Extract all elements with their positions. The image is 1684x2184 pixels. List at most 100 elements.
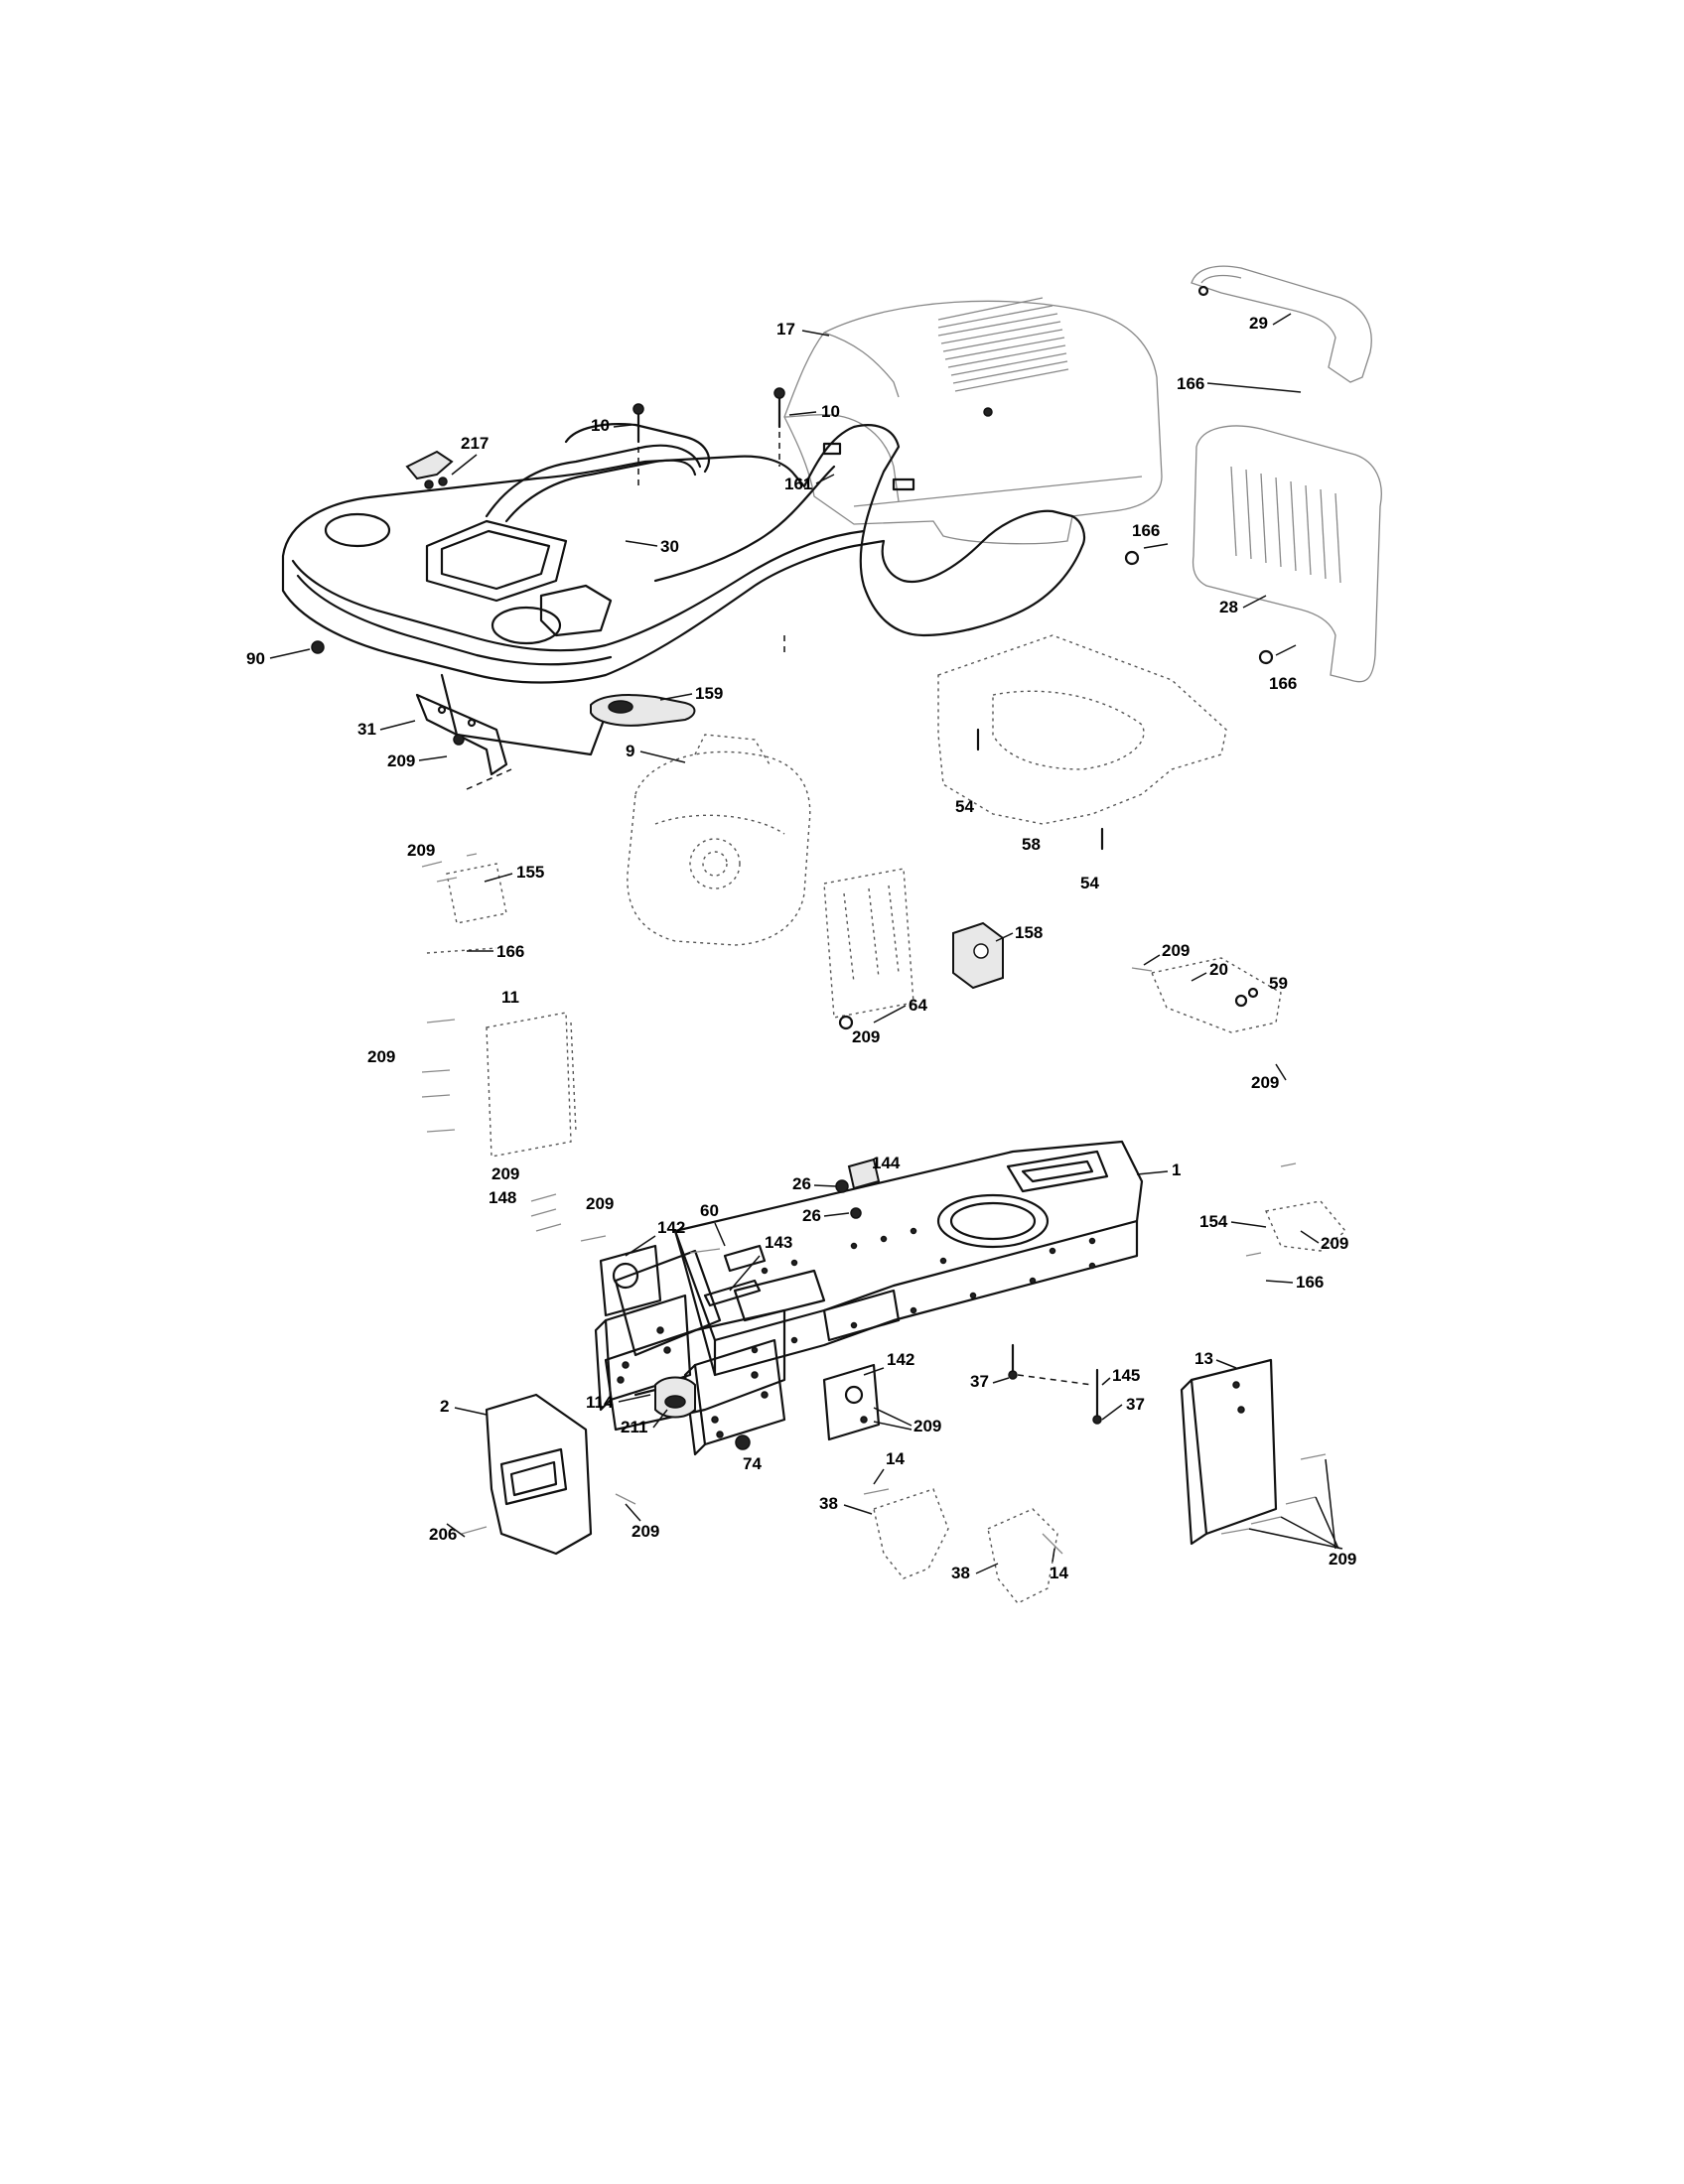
callout-159: 159 [695, 684, 723, 703]
cup-holder-left [324, 512, 391, 548]
callout-58: 58 [1022, 835, 1041, 854]
callout-209: 209 [387, 751, 415, 770]
rear-plate-13 [1180, 1358, 1327, 1546]
dash-display-opening [425, 519, 568, 603]
callout-209: 209 [586, 1194, 614, 1213]
callout-155: 155 [516, 863, 544, 882]
callout-166: 166 [1296, 1273, 1324, 1292]
fender-dash-part [281, 424, 1086, 756]
callout-10: 10 [821, 402, 840, 421]
callout-26: 26 [802, 1206, 821, 1225]
callout-209: 209 [491, 1164, 519, 1183]
callout-209: 209 [1329, 1550, 1356, 1569]
callout-29: 29 [1249, 314, 1268, 333]
bracket-38b [987, 1508, 1063, 1604]
grille-part [1192, 425, 1382, 683]
callout-54: 54 [955, 797, 974, 816]
callout-166: 166 [1177, 374, 1204, 393]
bolt-209-front [580, 1235, 607, 1242]
callout-217: 217 [461, 434, 489, 453]
callout-59: 59 [1269, 974, 1288, 993]
bolts-37-145 [1008, 1343, 1102, 1425]
bracket-142b [822, 1363, 881, 1441]
callout-114: 114 [586, 1393, 614, 1412]
callout-209: 209 [852, 1027, 880, 1046]
callout-14: 14 [1050, 1564, 1068, 1582]
hood-vent-slots [937, 297, 1069, 392]
front-plate-142 [599, 1244, 662, 1317]
callout-74: 74 [743, 1454, 762, 1473]
callout-145: 145 [1112, 1366, 1140, 1385]
callout-37: 37 [970, 1372, 989, 1391]
callout-206: 206 [429, 1525, 457, 1544]
bolts-148 [530, 1193, 562, 1232]
callout-209: 209 [632, 1522, 659, 1541]
callout-28: 28 [1219, 598, 1238, 616]
bolt-set [421, 1019, 456, 1133]
callout-143: 143 [765, 1233, 792, 1252]
dash-bracket-64 [823, 868, 914, 1019]
front-bumper-2 [461, 1393, 636, 1556]
screw-166 [1124, 550, 1140, 566]
hood-bumper-pad [892, 478, 915, 491]
callout-209: 209 [1321, 1234, 1348, 1253]
callout-38: 38 [819, 1494, 838, 1513]
callout-209: 209 [367, 1047, 395, 1066]
callout-209: 209 [1162, 941, 1190, 960]
screw-166 [1258, 649, 1274, 665]
callout-labels: 17 29 166 10 217 161 10 30 166 28 166 90 [246, 313, 1356, 1582]
grille-top-part [1191, 265, 1372, 383]
callout-211: 211 [621, 1418, 647, 1436]
callout-14: 14 [886, 1449, 905, 1468]
callout-166: 166 [1269, 674, 1297, 693]
callout-166: 166 [496, 942, 524, 961]
callout-9: 9 [626, 742, 634, 760]
callout-166: 166 [1132, 521, 1160, 540]
callout-11: 11 [501, 988, 519, 1007]
callout-10: 10 [591, 416, 610, 435]
bracket-20 [1131, 957, 1282, 1033]
callout-38: 38 [951, 1564, 970, 1582]
hood-pan-part [937, 634, 1227, 825]
frame-holes [751, 1227, 1096, 1354]
callout-209: 209 [1251, 1073, 1279, 1092]
callout-142: 142 [887, 1350, 914, 1369]
front-frame-plate-right [683, 1338, 786, 1456]
nut-90 [311, 640, 325, 654]
cup-holder-159 [590, 694, 696, 727]
seat-pan-part [564, 423, 710, 474]
callout-209: 209 [913, 1417, 941, 1435]
bracket-60-143 [689, 1244, 767, 1307]
callout-37: 37 [1126, 1395, 1145, 1414]
frame-hole [936, 1193, 1050, 1249]
front-frame-plate-left [594, 1294, 692, 1412]
callout-158: 158 [1015, 923, 1043, 942]
bracket-11 [421, 1012, 577, 1158]
fender-bolts [311, 387, 993, 746]
callout-20: 20 [1209, 960, 1228, 979]
switch-158 [952, 921, 1004, 990]
callout-26: 26 [792, 1174, 811, 1193]
callout-154: 154 [1199, 1212, 1228, 1231]
grille-slots [1230, 466, 1341, 584]
callout-161: 161 [784, 475, 812, 493]
bracket-38a [863, 1488, 949, 1579]
ignition-panel-opening [539, 584, 613, 637]
callout-1: 1 [1172, 1160, 1181, 1179]
bracket-144 [835, 1158, 881, 1219]
bracket-31 [415, 693, 512, 790]
bolt-209 [838, 1015, 854, 1030]
bracket-155 [421, 853, 507, 954]
hood-part [783, 297, 1163, 545]
callout-64: 64 [909, 996, 927, 1015]
callout-31: 31 [357, 720, 376, 739]
callout-142: 142 [657, 1218, 685, 1237]
callout-2: 2 [440, 1397, 449, 1416]
main-frame-part-1 [604, 1140, 1144, 1432]
callout-90: 90 [246, 649, 265, 668]
callout-144: 144 [872, 1154, 901, 1172]
callout-209: 209 [407, 841, 435, 860]
steering-console-part-9 [627, 734, 811, 946]
